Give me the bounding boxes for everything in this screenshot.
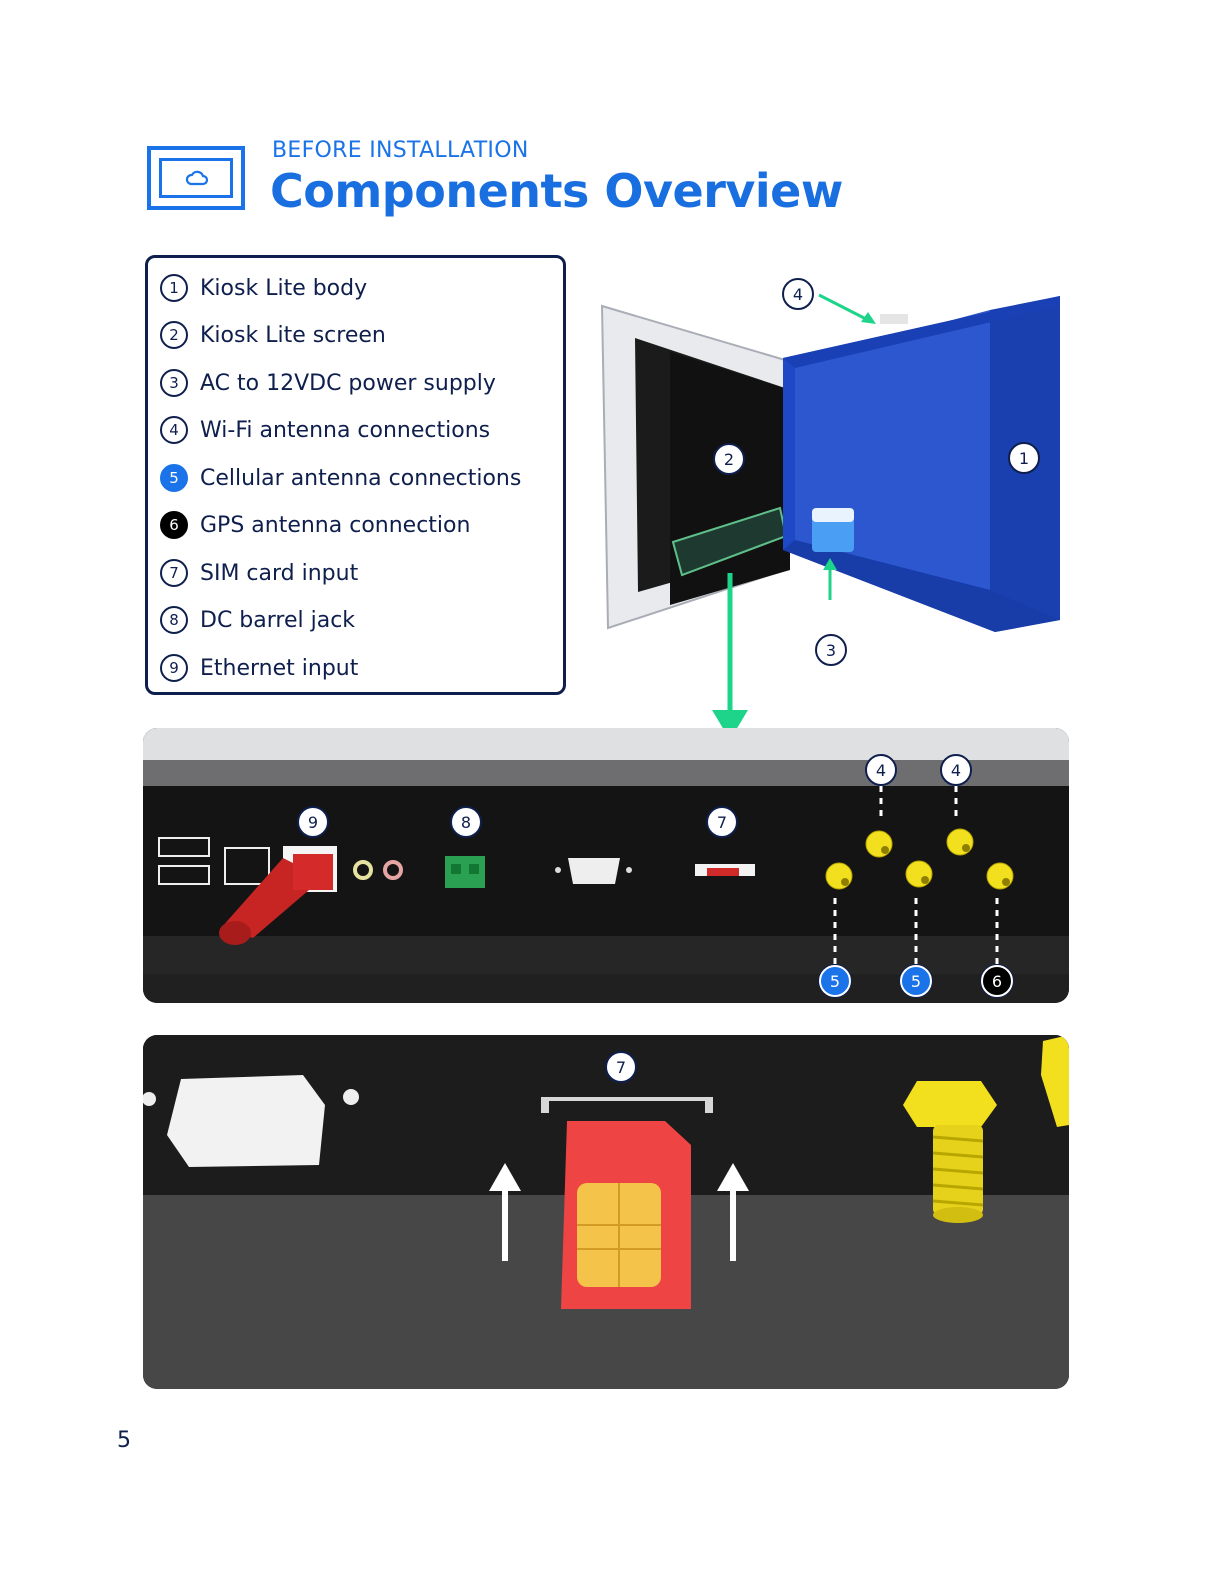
legend-item: 1 Kiosk Lite body — [160, 270, 367, 306]
callout-badge: 5 — [900, 965, 932, 997]
legend-number: 6 — [160, 511, 188, 539]
legend-label: Kiosk Lite screen — [200, 323, 386, 348]
legend-label: GPS antenna connection — [200, 513, 470, 538]
ports-panel: 9 8 7 4 4 5 5 6 — [143, 728, 1069, 1003]
callout-badge: 2 — [713, 443, 745, 475]
legend-number: 2 — [160, 321, 188, 349]
legend-label: Ethernet input — [200, 656, 358, 681]
legend-label: AC to 12VDC power supply — [200, 371, 496, 396]
section-kicker: BEFORE INSTALLATION — [272, 138, 529, 163]
kiosk-illustration — [590, 270, 1080, 740]
legend-item: 6 GPS antenna connection — [160, 507, 470, 543]
callout-badge: 5 — [819, 965, 851, 997]
components-legend: 1 Kiosk Lite body 2 Kiosk Lite screen 3 … — [145, 255, 566, 695]
callout-badge: 9 — [297, 806, 329, 838]
cloud-display-icon — [147, 146, 245, 210]
legend-item: 9 Ethernet input — [160, 650, 358, 686]
callout-badge: 4 — [782, 278, 814, 310]
legend-label: Wi-Fi antenna connections — [200, 418, 490, 443]
legend-number: 1 — [160, 274, 188, 302]
legend-label: Cellular antenna connections — [200, 466, 521, 491]
legend-item: 2 Kiosk Lite screen — [160, 317, 386, 353]
callout-badge: 8 — [450, 806, 482, 838]
legend-item: 4 Wi-Fi antenna connections — [160, 412, 490, 448]
legend-number: 8 — [160, 606, 188, 634]
legend-item: 8 DC barrel jack — [160, 602, 355, 638]
legend-number: 5 — [160, 464, 188, 492]
legend-label: Kiosk Lite body — [200, 276, 367, 301]
legend-number: 9 — [160, 654, 188, 682]
legend-number: 4 — [160, 416, 188, 444]
legend-number: 3 — [160, 369, 188, 397]
page-number: 5 — [117, 1428, 131, 1453]
callout-badge: 1 — [1008, 442, 1040, 474]
kiosk-diagram: 4 2 1 3 — [590, 270, 1080, 740]
callout-badge: 7 — [605, 1051, 637, 1083]
legend-item: 7 SIM card input — [160, 555, 358, 591]
legend-label: SIM card input — [200, 561, 358, 586]
callout-badge: 6 — [981, 965, 1013, 997]
legend-item: 3 AC to 12VDC power supply — [160, 365, 496, 401]
callout-badge: 4 — [940, 754, 972, 786]
callout-badge: 4 — [865, 754, 897, 786]
legend-number: 7 — [160, 559, 188, 587]
page-title: Components Overview — [270, 164, 843, 218]
sim-illustration — [143, 1035, 1069, 1389]
legend-item: 5 Cellular antenna connections — [160, 460, 521, 496]
legend-label: DC barrel jack — [200, 608, 355, 633]
ports-illustration — [143, 728, 1069, 1003]
callout-badge: 3 — [815, 634, 847, 666]
sim-panel: 7 — [143, 1035, 1069, 1389]
callout-badge: 7 — [706, 806, 738, 838]
